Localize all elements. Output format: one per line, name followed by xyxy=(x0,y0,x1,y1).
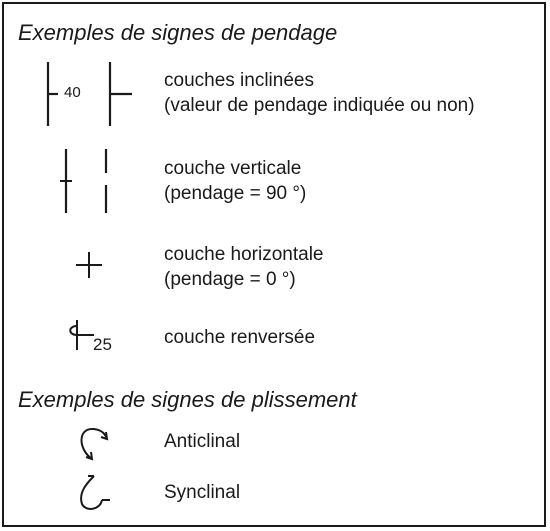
anticline-label: Anticlinal xyxy=(164,429,240,454)
vertical-dip-label: couche verticale (pendage = 90 °) xyxy=(164,156,306,206)
overturned-dip-symbol xyxy=(66,320,96,350)
horizontal-dip-label-line2: (pendage = 0 °) xyxy=(164,269,296,290)
inclined-dip-label-line2: (valeur de pendage indiquée ou non) xyxy=(164,95,475,116)
syncline-label-line1: Synclinal xyxy=(164,482,241,503)
vertical-dip-symbol xyxy=(56,149,116,213)
anticline-label-line1: Anticlinal xyxy=(164,431,241,452)
fold-section-title: Exemples de signes de plissement xyxy=(18,387,357,412)
horizontal-dip-label-line1: couche horizontale xyxy=(164,244,324,265)
horizontal-dip-symbol xyxy=(76,252,102,278)
overturned-dip-label: couche renversée xyxy=(164,325,315,350)
anticline-symbol xyxy=(76,425,110,461)
overturned-dip-label-line1: couche renversée xyxy=(164,327,316,348)
inclined-dip-label: couches inclinées (valeur de pendage ind… xyxy=(164,68,475,118)
vertical-dip-label-line1: couche verticale xyxy=(164,158,302,179)
dip-section-title: Exemples de signes de pendage xyxy=(18,20,338,45)
legend-frame: Exemples de signes de pendage 40 couches… xyxy=(2,2,546,527)
inclined-dip-label-line1: couches inclinées xyxy=(164,70,314,91)
syncline-symbol xyxy=(74,474,114,514)
inclined-dip-symbol xyxy=(42,62,132,126)
vertical-dip-label-line2: (pendage = 90 °) xyxy=(164,183,307,204)
horizontal-dip-label: couche horizontale (pendage = 0 °) xyxy=(164,242,324,292)
overturned-dip-value: 25 xyxy=(93,335,112,354)
inclined-dip-value: 40 xyxy=(64,84,81,101)
syncline-label: Synclinal xyxy=(164,480,240,505)
